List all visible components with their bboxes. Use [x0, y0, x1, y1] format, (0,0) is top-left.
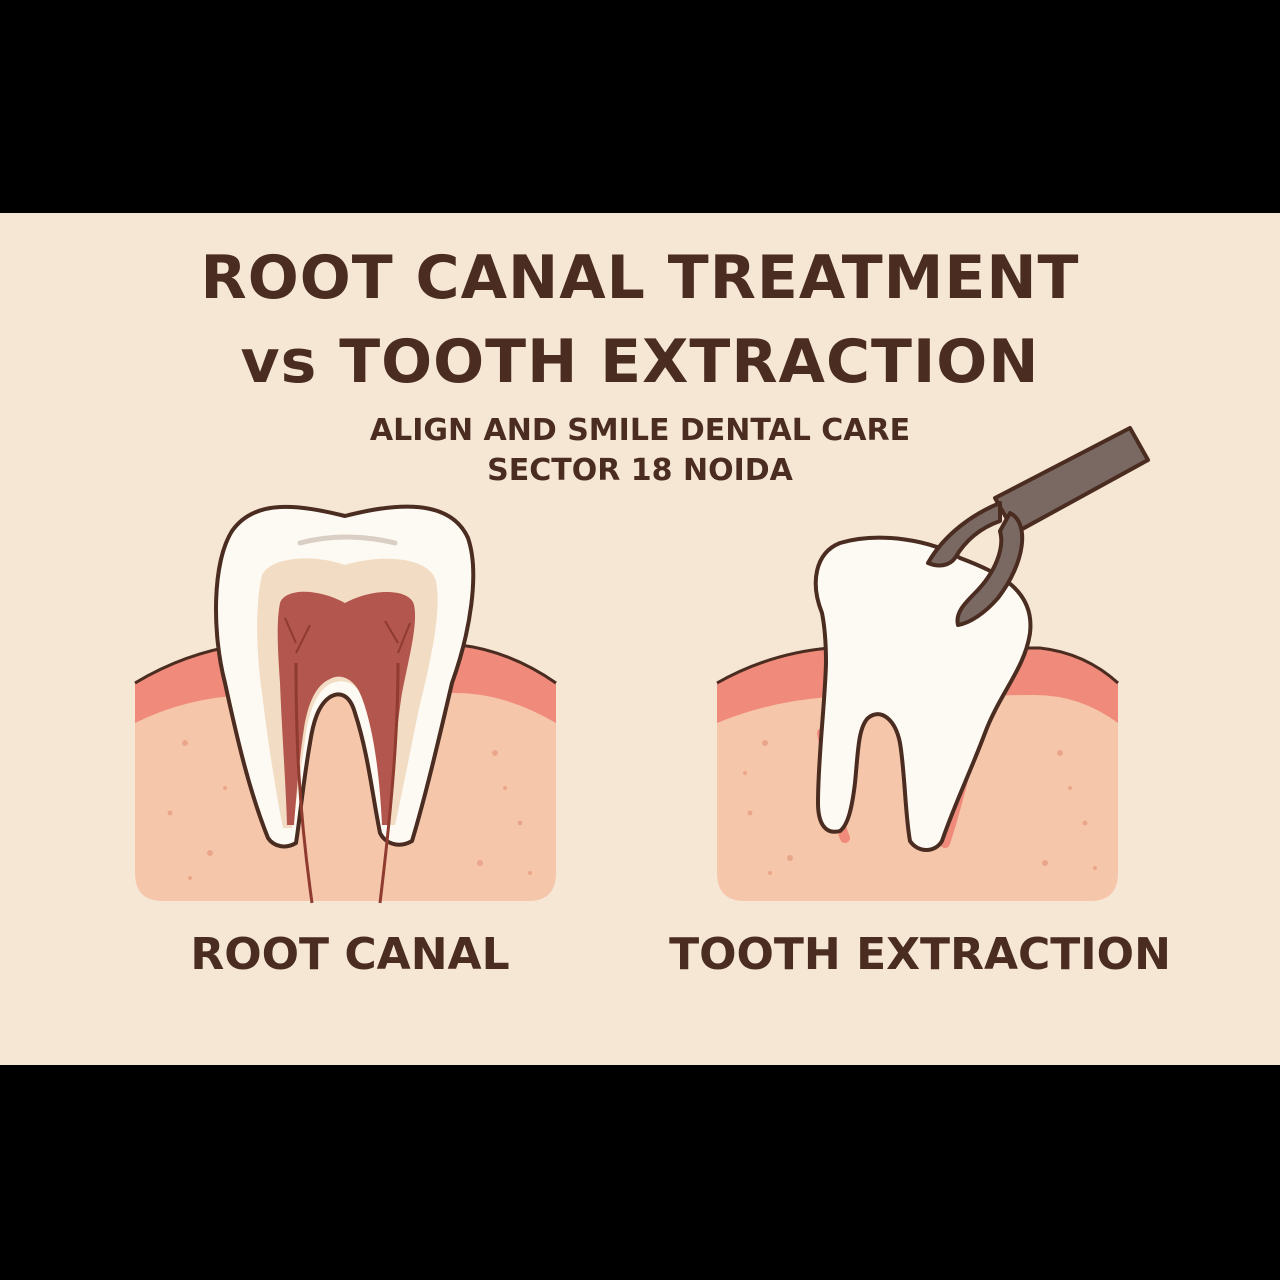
left-tooth-pulp — [277, 591, 416, 825]
tooth-extraction-illustration — [716, 426, 1150, 901]
title-line-1: ROOT CANAL TREATMENT — [200, 243, 1080, 313]
forceps-jaw-lower — [955, 511, 1025, 627]
root-canal-illustration — [134, 504, 557, 904]
right-speckles — [743, 740, 1097, 875]
root-canal-caption: ROOT CANAL — [190, 929, 510, 980]
left-nerve-branch-1 — [284, 617, 311, 654]
left-root-canal-2 — [378, 662, 400, 904]
left-speckles — [167, 740, 532, 880]
illustrations — [134, 426, 1150, 904]
forceps-jaw-upper — [926, 501, 1002, 568]
tooth-extraction-caption: TOOTH EXTRACTION — [669, 929, 1171, 980]
title-line-2: vs TOOTH EXTRACTION — [240, 327, 1040, 397]
left-nerve-branch-2 — [384, 620, 411, 654]
left-root-canal-1 — [294, 662, 314, 904]
clinic-name: ALIGN AND SMILE DENTAL CARE — [369, 413, 911, 448]
left-tooth-highlight — [297, 534, 398, 546]
clinic-location: SECTOR 18 NOIDA — [487, 453, 793, 488]
infographic-canvas: ROOT CANAL TREATMENT vs TOOTH EXTRACTION… — [0, 213, 1280, 1065]
